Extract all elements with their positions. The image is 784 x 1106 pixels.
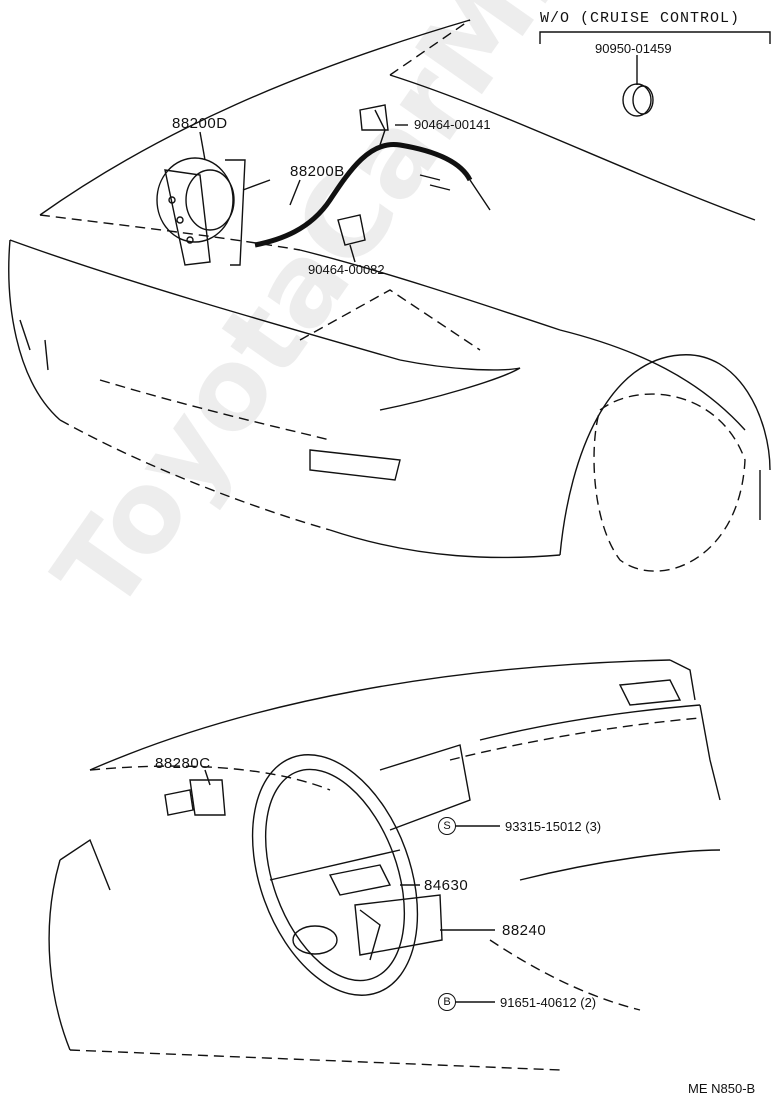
variant-header: W/O (CRUISE CONTROL)	[540, 10, 741, 27]
part-label-90464-00141: 90464-00141	[414, 117, 491, 132]
part-label-90464-00082: 90464-00082	[308, 262, 385, 277]
switch-and-relay	[164, 779, 443, 961]
part-label-91651: 91651-40612 (2)	[500, 995, 597, 1010]
symbol-b-icon: B	[438, 993, 456, 1011]
leader-lines-top	[199, 55, 638, 263]
part-label-88200b: 88200B	[290, 163, 345, 180]
steering-wheel	[251, 754, 419, 996]
part-label-88240: 88240	[502, 922, 547, 939]
diagram-code: ME N850-B	[688, 1081, 756, 1096]
part-label-90950: 90950-01459	[595, 41, 672, 56]
wire-harness	[254, 104, 491, 248]
part-label-93315: 93315-15012 (3)	[505, 819, 602, 834]
symbol-s-icon: S	[438, 817, 456, 835]
variant-bracket	[539, 31, 771, 44]
part-label-88200d: 88200D	[172, 115, 228, 132]
part-label-84630: 84630	[424, 877, 469, 894]
cap-part	[622, 83, 654, 117]
leader-lines-bottom	[204, 769, 500, 1003]
part-label-88280c: 88280C	[155, 755, 211, 772]
dashboard-outline	[48, 659, 721, 1071]
horn-assembly	[156, 157, 271, 266]
